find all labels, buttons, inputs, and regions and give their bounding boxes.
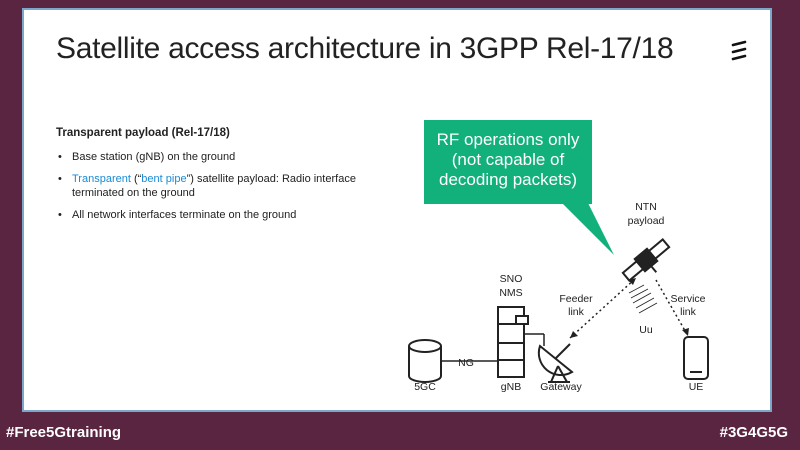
- ue-label: UE: [688, 381, 704, 393]
- architecture-diagram: [408, 195, 709, 383]
- uu-label: Uu: [639, 324, 653, 336]
- callout-tail: [554, 195, 614, 255]
- section-heading: Transparent payload (Rel-17/18): [56, 127, 230, 139]
- gnb-label: gNB: [500, 381, 522, 393]
- ue-phone-icon: [683, 336, 709, 380]
- bullet-item: Base station (gNB) on the ground: [56, 150, 376, 164]
- service-link-label: Service link: [670, 293, 706, 318]
- beam-icon: [628, 284, 658, 314]
- bullet-highlight: bent pipe: [141, 173, 187, 185]
- footer-hashtag-left: #Free5Gtraining: [6, 424, 122, 441]
- gnb-server-icon: [497, 306, 529, 378]
- bullet-close-quote: ”): [186, 173, 194, 185]
- ng-label: NG: [458, 357, 474, 369]
- bullet-item: Transparent (“bent pipe”) satellite payl…: [56, 172, 376, 200]
- bullet-prefix: Transparent: [72, 173, 131, 185]
- slide: Satellite access architecture in 3GPP Re…: [22, 8, 772, 412]
- service-link-line: [655, 279, 689, 337]
- bullet-text: All network interfaces terminate on the …: [72, 209, 297, 221]
- bullet-text: Base station (gNB) on the ground: [72, 151, 236, 163]
- bullet-open-quote: (“: [130, 173, 142, 185]
- slide-title: Satellite access architecture in 3GPP Re…: [56, 32, 674, 65]
- gateway-dish-icon: [537, 343, 574, 383]
- 5gc-label: 5GC: [414, 381, 436, 393]
- bullet-text: satellite payload: Radio interface termi…: [72, 173, 356, 199]
- satellite-icon: [621, 238, 671, 282]
- footer-hashtag-right: #3G4G5G: [719, 424, 788, 441]
- feeder-link-label: Feeder link: [559, 293, 593, 318]
- ntn-payload-label: NTN payload: [627, 201, 665, 227]
- bullet-list: Base station (gNB) on the ground Transpa…: [56, 150, 376, 230]
- 5gc-database-icon: [408, 339, 442, 383]
- sno-nms-label: SNO NMS: [499, 273, 523, 299]
- bullet-item: All network interfaces terminate on the …: [56, 208, 376, 222]
- gateway-label: Gateway: [540, 381, 582, 393]
- company-logo-icon: [731, 40, 747, 61]
- callout: RF operations only (not capable of decod…: [424, 120, 592, 204]
